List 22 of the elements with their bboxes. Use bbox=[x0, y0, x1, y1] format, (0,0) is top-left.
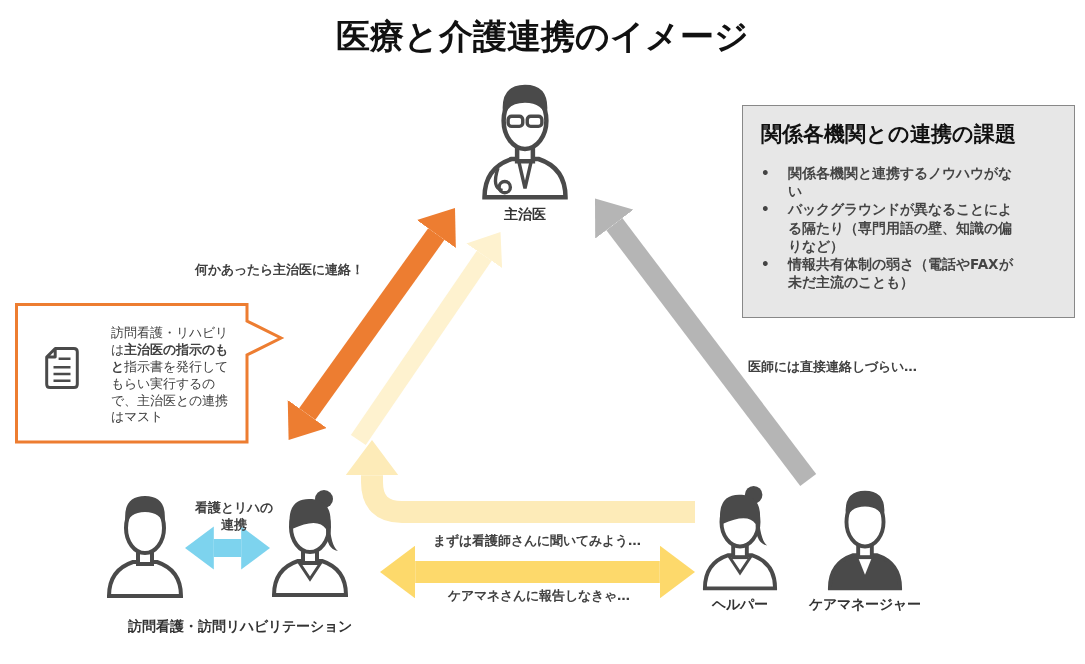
arrow bbox=[350, 232, 503, 446]
bullet-text: 情報共有体制の弱さ（電話やFAXが未だ主流のことも） bbox=[788, 255, 1015, 292]
bullet-mark: • bbox=[761, 164, 770, 183]
arrow bbox=[185, 526, 270, 570]
speech-bubble bbox=[15, 303, 285, 445]
panel-heading: 関係各機関との連携の課題 bbox=[761, 121, 1016, 148]
arrow bbox=[287, 208, 456, 440]
arrow bbox=[595, 198, 817, 487]
title: 医療と介護連携のイメージ bbox=[335, 15, 750, 58]
edge-label: 看護とリハの連携 bbox=[194, 500, 274, 534]
bullet-mark: • bbox=[761, 200, 770, 219]
callout-text: 訪問看護・リハビリは主治医の指示のもと指示書を発行してもらい実行するので、主治医との連携はマスト bbox=[111, 325, 229, 427]
info-panel bbox=[742, 105, 1075, 318]
arrow bbox=[345, 440, 695, 523]
node-label: ヘルパー bbox=[711, 596, 769, 615]
node-label: 主治医 bbox=[503, 205, 547, 224]
node-label: 訪問看護・訪問リハビリテーション bbox=[127, 618, 353, 636]
arrow bbox=[380, 545, 695, 599]
bullet-text: バックグラウンドが異なることによる隔たり（専門用語の壁、知識の偏りなど） bbox=[788, 200, 1013, 256]
node-label: ケアマネージャー bbox=[808, 596, 922, 615]
bullet-mark: • bbox=[761, 255, 770, 274]
bullet-text: 関係各機関と連携するノウハウがない bbox=[788, 164, 1013, 201]
